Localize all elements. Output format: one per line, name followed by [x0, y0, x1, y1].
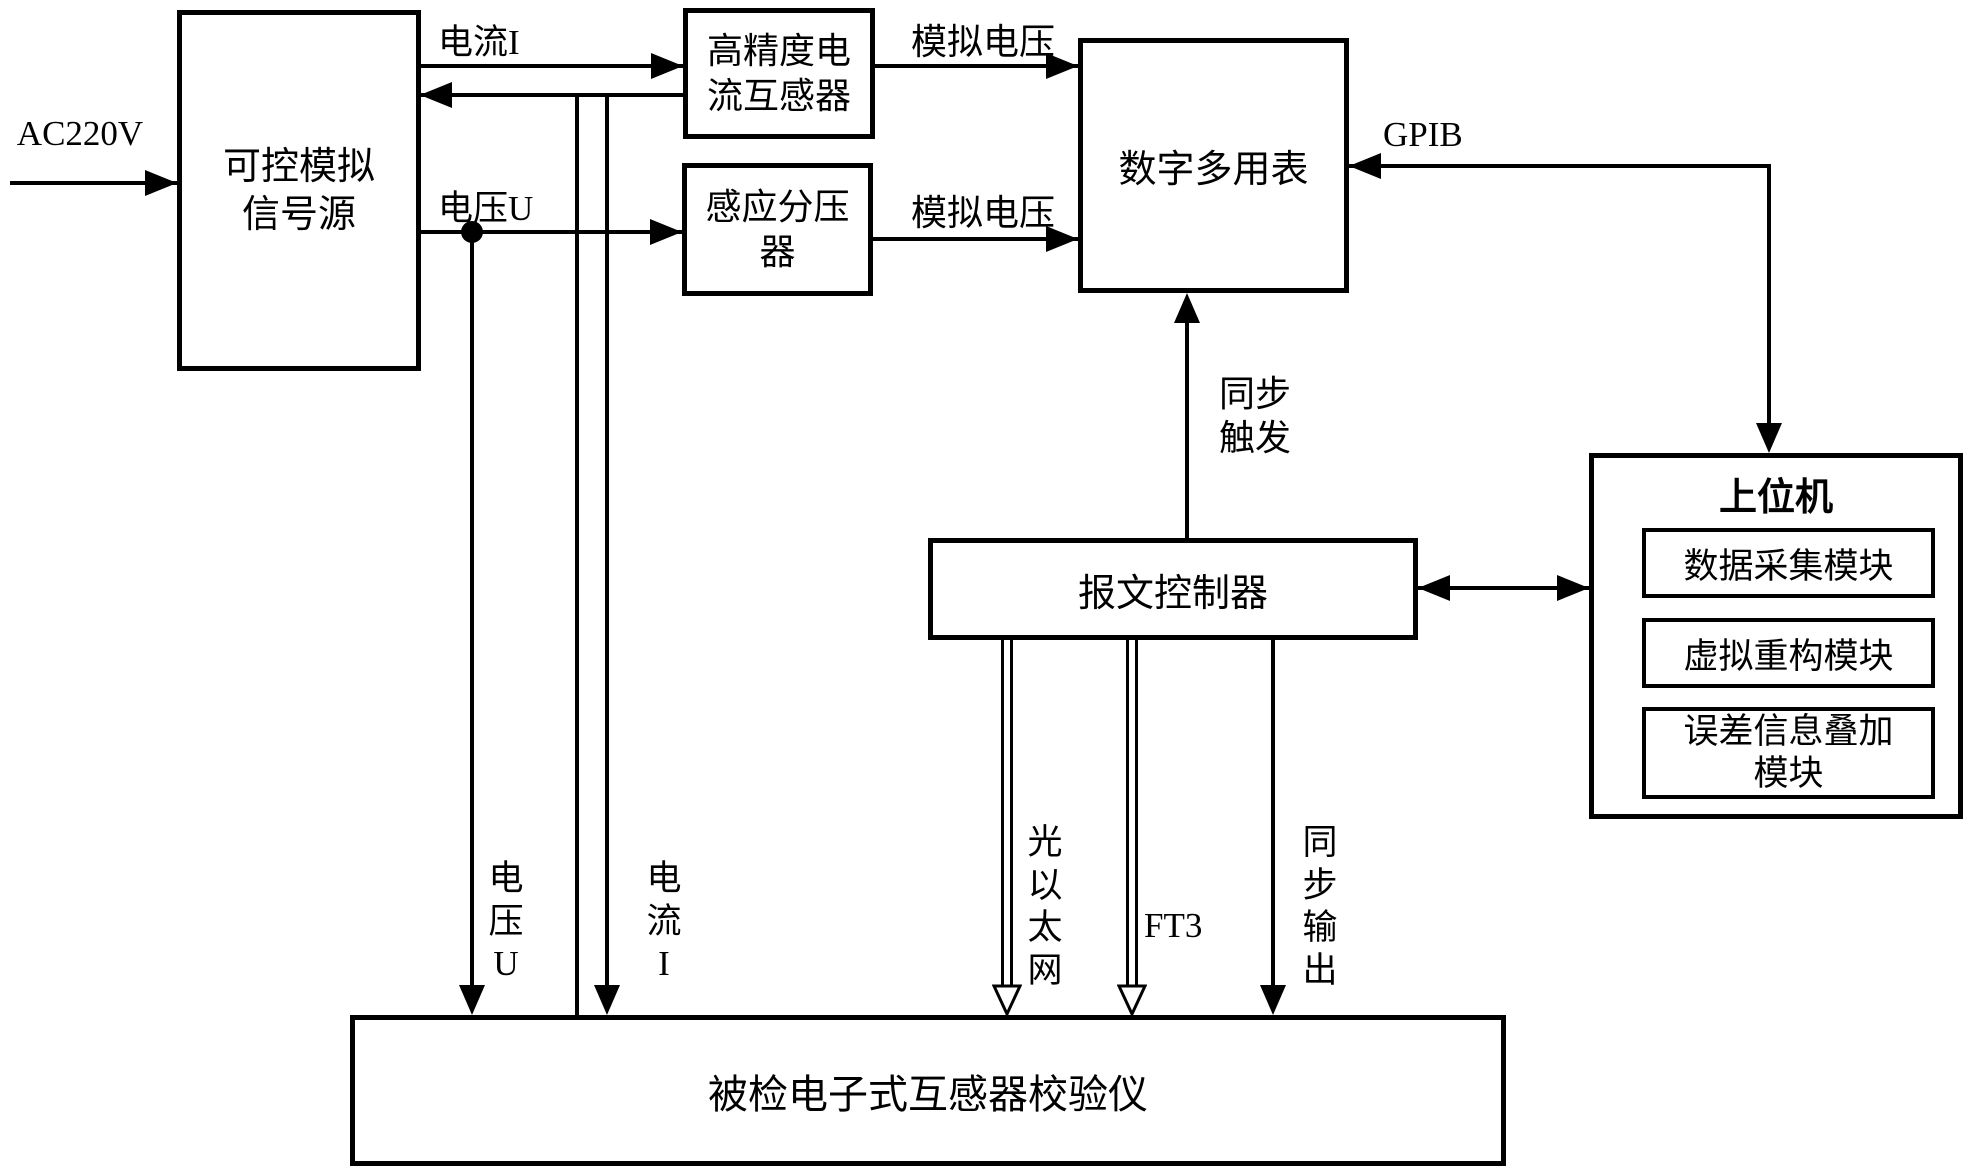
- sync-trigger-label: 同步 触发: [1218, 374, 1291, 458]
- sync-trigger-line: [1185, 321, 1189, 538]
- analog-voltage-top-label: 模拟电压: [910, 22, 1055, 62]
- current-transformer-box: 高精度电 流互感器: [683, 8, 875, 139]
- virtual-reconstruction-module-box: 虚拟重构模块: [1642, 618, 1935, 688]
- gpib-arrowhead-icon: [1349, 153, 1381, 179]
- ft3-hollow-arrowhead-icon: [1117, 984, 1147, 1016]
- optical-ethernet-line-left: [1001, 640, 1004, 986]
- current-branch-line-plain: [575, 93, 579, 1015]
- gpib-label: GPIB: [1383, 115, 1463, 154]
- current-return-arrowhead-icon: [420, 82, 452, 108]
- current-down-arrowhead-icon: [594, 985, 620, 1015]
- controller-host-right-arrowhead-icon: [1557, 575, 1589, 601]
- ac220v-arrowhead-icon: [145, 170, 177, 196]
- ac220v-label: AC220V: [16, 114, 144, 153]
- controller-host-line: [1418, 586, 1589, 590]
- analog-voltage-bottom-label: 模拟电压: [910, 193, 1055, 233]
- gpib-vertical-line: [1767, 164, 1771, 425]
- current-out-arrowhead-icon: [651, 53, 683, 79]
- optical-ethernet-label: 光以太网: [1027, 823, 1063, 991]
- voltage-u-label: 电压U: [438, 189, 534, 228]
- current-i-label: 电流I: [438, 23, 520, 62]
- current-return-line: [420, 93, 683, 97]
- gpib-down-arrowhead-icon: [1756, 423, 1782, 453]
- voltage-out-arrowhead-icon: [650, 219, 682, 245]
- signal-source-box: 可控模拟 信号源: [177, 10, 421, 371]
- data-acquisition-module-box: 数据采集模块: [1642, 528, 1935, 598]
- multimeter-box: 数字多用表: [1078, 38, 1349, 293]
- optical-ethernet-line-right: [1010, 640, 1013, 986]
- analog-voltage-bottom-line: [873, 237, 1080, 241]
- sync-output-label: 同步输出: [1302, 823, 1338, 991]
- voltage-u-down-label: 电压U: [488, 859, 524, 984]
- ft3-line-right: [1135, 640, 1138, 986]
- analog-voltage-bottom-arrowhead-icon: [1046, 226, 1078, 252]
- ac220v-line: [10, 181, 177, 185]
- host-computer-title: 上位机: [1718, 477, 1833, 519]
- voltage-divider-box: 感应分压 器: [682, 163, 873, 296]
- voltage-down-arrowhead-icon: [459, 985, 485, 1015]
- current-branch-line-arrow: [605, 93, 609, 988]
- current-i-down-label: 电流I: [646, 859, 682, 984]
- message-controller-box: 报文控制器: [928, 538, 1418, 640]
- error-superposition-module-box: 误差信息叠加 模块: [1642, 707, 1935, 799]
- tested-calibrator-box: 被检电子式互感器校验仪: [350, 1015, 1506, 1166]
- ft3-label: FT3: [1144, 906, 1203, 945]
- voltage-out-line: [420, 230, 682, 234]
- sync-trigger-arrowhead-icon: [1174, 293, 1200, 323]
- sync-output-arrowhead-icon: [1260, 985, 1286, 1015]
- sync-output-line: [1271, 640, 1275, 985]
- gpib-horizontal-line: [1349, 164, 1771, 168]
- current-out-line: [420, 64, 685, 68]
- ft3-line-left: [1126, 640, 1129, 986]
- voltage-branch-line: [470, 230, 474, 985]
- analog-voltage-top-line: [875, 64, 1080, 68]
- analog-voltage-top-arrowhead-icon: [1046, 53, 1078, 79]
- controller-host-left-arrowhead-icon: [1418, 575, 1450, 601]
- optical-ethernet-hollow-arrowhead-icon: [992, 984, 1022, 1016]
